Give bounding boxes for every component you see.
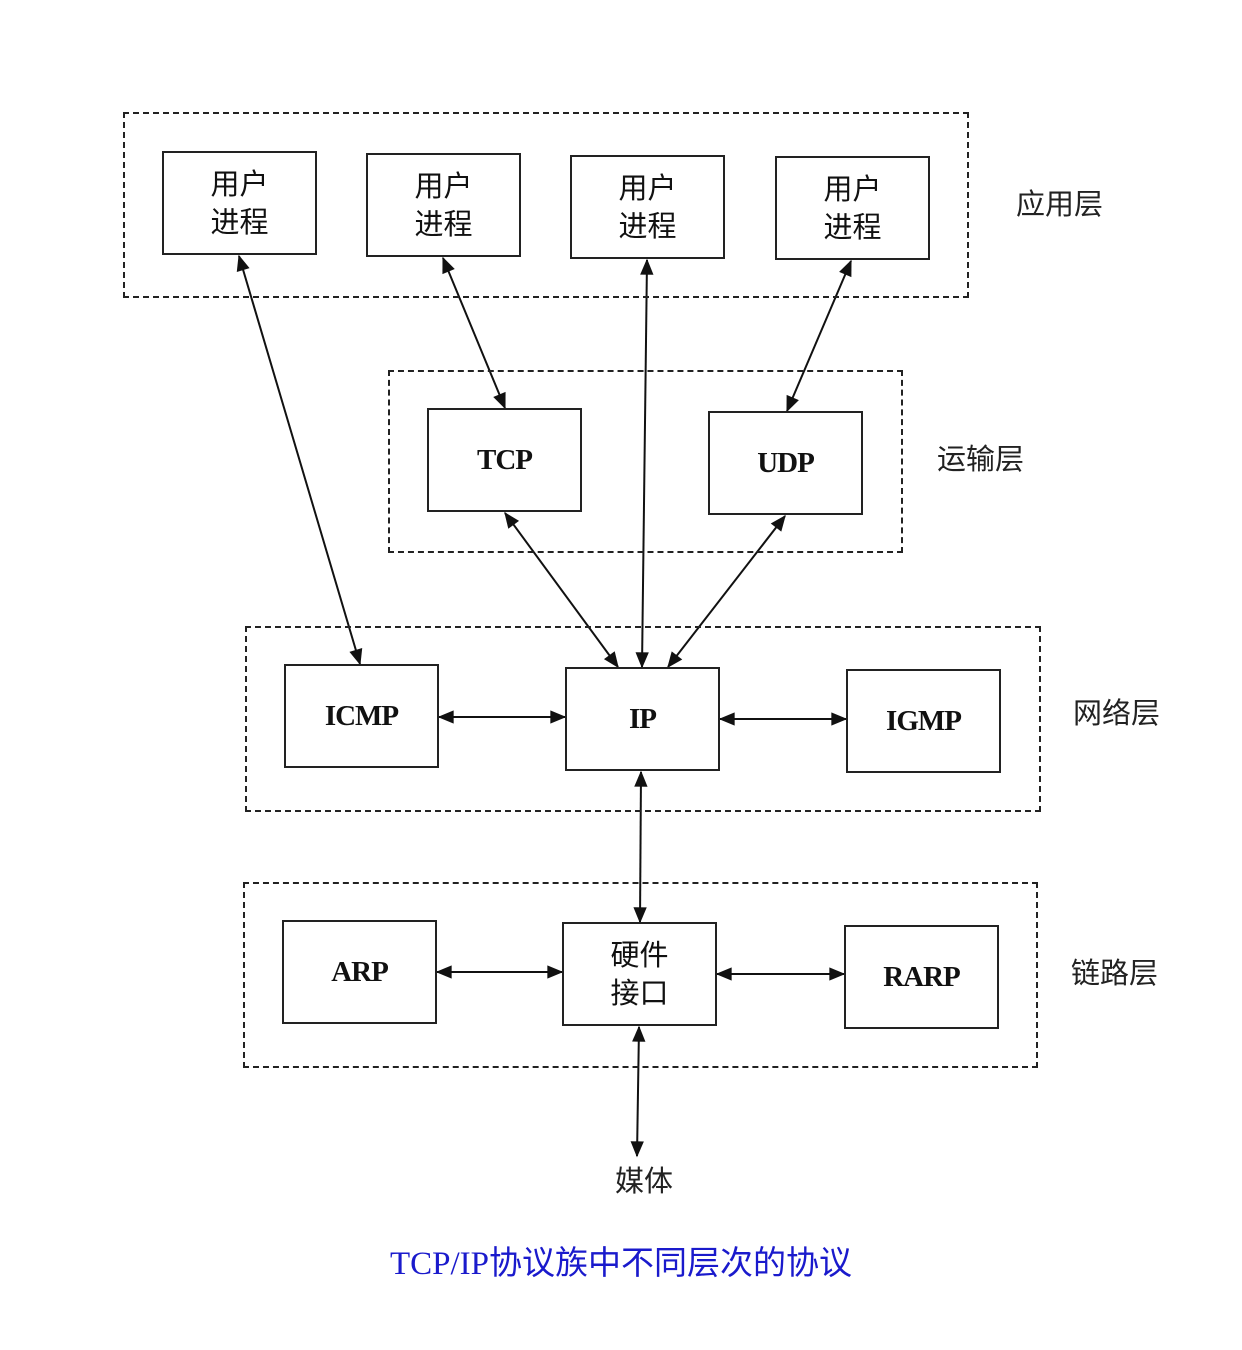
application-layer-group — [123, 112, 969, 298]
transport-layer-group — [388, 370, 903, 553]
igmp-node: IGMP — [846, 669, 1001, 773]
user-process-node-1: 用户 进程 — [162, 151, 317, 255]
ip-label: IP — [629, 703, 657, 735]
user-process-label: 用户 进程 — [210, 167, 269, 239]
transport-layer-label: 运输层 — [937, 442, 1025, 476]
hardware-interface-label: 硬件 接口 — [610, 938, 669, 1010]
rarp-node: RARP — [844, 925, 999, 1029]
user-process-label: 用户 进程 — [618, 171, 677, 243]
edge-user-process-1-to-icmp — [236, 254, 363, 666]
user-process-label: 用户 进程 — [414, 169, 473, 241]
rarp-label: RARP — [883, 961, 961, 993]
edge-user-process-3-to-ip — [635, 258, 654, 669]
link-layer-group — [243, 882, 1038, 1068]
ip-node: IP — [565, 667, 720, 771]
arp-label: ARP — [331, 956, 389, 988]
tcp-label: TCP — [477, 444, 533, 476]
user-process-node-2: 用户 进程 — [366, 153, 521, 257]
edge-ip-to-hardware-interface — [633, 770, 648, 924]
udp-label: UDP — [757, 447, 815, 479]
icmp-label: ICMP — [324, 700, 399, 732]
arp-node: ARP — [282, 920, 437, 1024]
user-process-label: 用户 进程 — [823, 172, 882, 244]
network-layer-label: 网络层 — [1073, 696, 1161, 730]
hardware-interface-node: 硬件 接口 — [562, 922, 717, 1026]
igmp-label: IGMP — [886, 705, 962, 737]
user-process-node-3: 用户 进程 — [570, 155, 725, 259]
icmp-node: ICMP — [284, 664, 439, 768]
tcp-node: TCP — [427, 408, 582, 512]
edge-hardware-interface-to-media — [630, 1025, 646, 1158]
edge-udp-to-ip — [667, 514, 786, 669]
edge-user-process-4-to-udp — [786, 259, 852, 413]
edge-tcp-to-ip — [504, 511, 619, 669]
figure-caption: TCP/IP协议族中不同层次的协议 — [389, 1246, 853, 1282]
edge-user-process-2-to-tcp — [442, 256, 506, 410]
user-process-node-4: 用户 进程 — [775, 156, 930, 260]
link-layer-label: 链路层 — [1071, 956, 1159, 990]
udp-node: UDP — [708, 411, 863, 515]
application-layer-label: 应用层 — [1016, 187, 1104, 221]
network-layer-group — [245, 626, 1041, 812]
media-label: 媒体 — [615, 1164, 674, 1198]
